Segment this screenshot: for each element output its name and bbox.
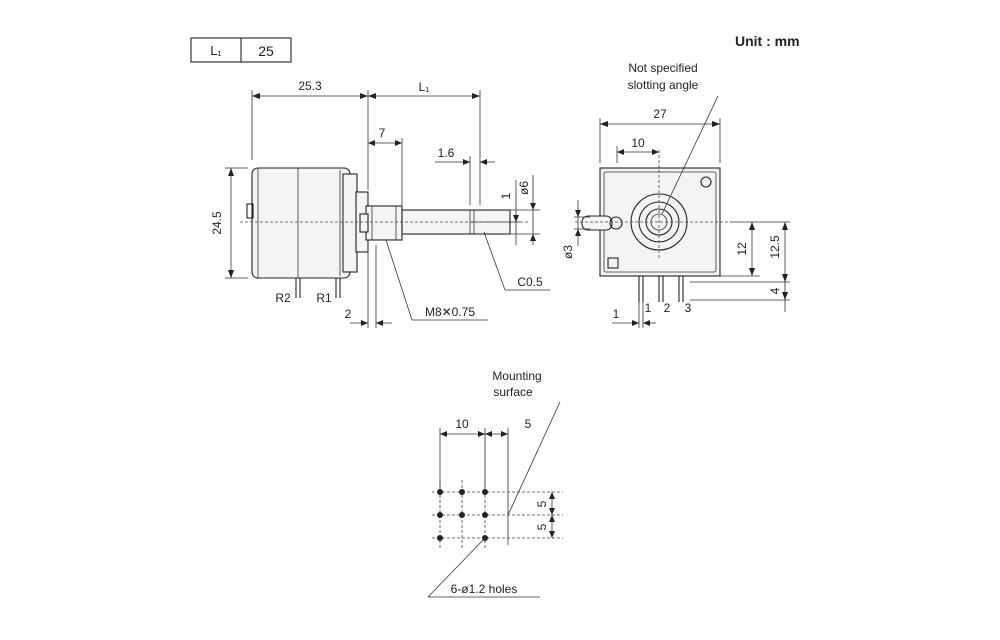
dim-lug-dia-label: ø3 [561,245,575,259]
hole [482,489,488,495]
slot-note-line1: Not specified [628,61,697,75]
mount-label-line2: surface [493,385,533,399]
l1-table: L₁ 25 [190,37,292,63]
terminal-r2-label: R2 [275,291,291,305]
terminal-r1-label: R1 [316,291,332,305]
dim-1-6-label: 1.6 [438,146,455,160]
dim-l1-label: L₁ [419,80,430,94]
dim-27-label: 27 [653,107,667,121]
chamfer-label: C0.5 [517,275,543,289]
side-bushing [365,205,403,241]
dim-shaft-dia-label: ø6 [517,181,531,195]
dim-10-label: 10 [631,136,645,150]
hole [482,512,488,518]
mount-label-line1: Mounting [492,369,541,383]
dim-7-label: 7 [379,126,386,140]
pin-1-label: 1 [645,301,652,315]
hole [437,512,443,518]
l1-table-value: 25 [258,43,274,59]
footprint-dim-5-label: 5 [525,417,532,431]
footprint-dim-10-label: 10 [455,417,469,431]
footprint-dim-5b-label: 5 [535,523,549,530]
hole [437,489,443,495]
pcb-footprint: Mounting surface 10 5 [427,369,563,598]
front-view: Not specified slotting angle 27 10 ø3 [561,61,790,328]
footprint-dim-5a-label: 5 [535,500,549,507]
pin-3-label: 3 [685,301,692,315]
slot-note-line2: slotting angle [628,78,699,92]
dim-24-5-label: 24.5 [210,211,224,235]
dim-12-5-label: 12.5 [768,235,782,259]
dim-12-label: 12 [735,242,749,256]
pin-2-label: 2 [664,301,671,315]
hole [437,535,443,541]
dim-4-label: 4 [768,287,782,294]
thread-label: M8✕0.75 [425,305,475,319]
dim-25-3-label: 25.3 [298,79,322,93]
dim-pin-spacing-label: 1 [613,307,620,321]
dim-1-label: 1 [499,192,513,199]
side-view: 25.3 L₁ 7 1.6 1 ø6 24.5 R2 R [210,79,550,328]
unit-label: Unit : mm [735,33,800,49]
hole [459,512,465,518]
hole [459,489,465,495]
holes-label: 6-ø1.2 holes [451,582,518,596]
side-body [251,167,351,279]
dim-2-label: 2 [345,307,352,321]
l1-table-key: L₁ [210,43,222,58]
